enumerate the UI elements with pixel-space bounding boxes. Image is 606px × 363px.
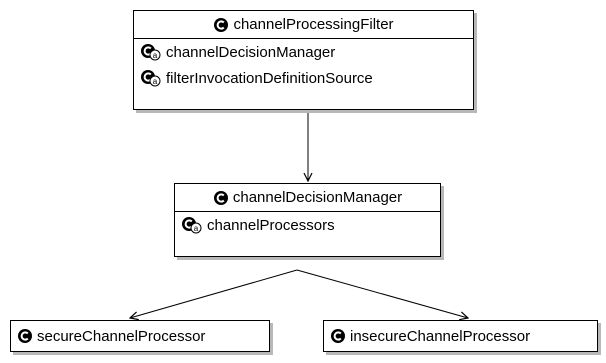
edge-manager-to-insecure [296, 269, 468, 318]
property-label: filterInvocationDefinitionSource [166, 69, 373, 87]
class-box-channel-processing-filter[interactable]: channelProcessingFilter a channelDecisio… [133, 10, 474, 110]
class-icon [330, 328, 346, 344]
svg-text:a: a [153, 51, 158, 60]
class-box-channel-decision-manager[interactable]: channelDecisionManager a channelProcesso… [174, 183, 441, 257]
property-icon: a [181, 216, 203, 234]
property-label: channelDecisionManager [166, 43, 336, 61]
class-header: secureChannelProcessor [11, 321, 269, 351]
property-row: a channelDecisionManager [134, 39, 473, 65]
class-header: insecureChannelProcessor [324, 321, 597, 351]
class-title: channelDecisionManager [232, 189, 403, 206]
class-icon [17, 328, 33, 344]
class-header: channelProcessingFilter [134, 11, 473, 39]
property-row: a filterInvocationDefinitionSource [134, 65, 473, 91]
class-icon [213, 190, 229, 206]
property-label: channelProcessors [207, 216, 335, 234]
class-icon [213, 17, 229, 33]
property-icon: a [140, 69, 162, 87]
edge-manager-to-secure [130, 269, 298, 318]
class-title: secureChannelProcessor [37, 327, 206, 345]
property-row: a channelProcessors [175, 212, 440, 238]
class-title: channelProcessingFilter [233, 16, 394, 33]
svg-text:a: a [153, 77, 158, 86]
class-box-secure-channel-processor[interactable]: secureChannelProcessor [10, 320, 270, 352]
svg-text:a: a [194, 224, 199, 233]
class-header: channelDecisionManager [175, 184, 440, 212]
class-title: insecureChannelProcessor [350, 327, 531, 345]
property-icon: a [140, 43, 162, 61]
class-box-insecure-channel-processor[interactable]: insecureChannelProcessor [323, 320, 598, 352]
